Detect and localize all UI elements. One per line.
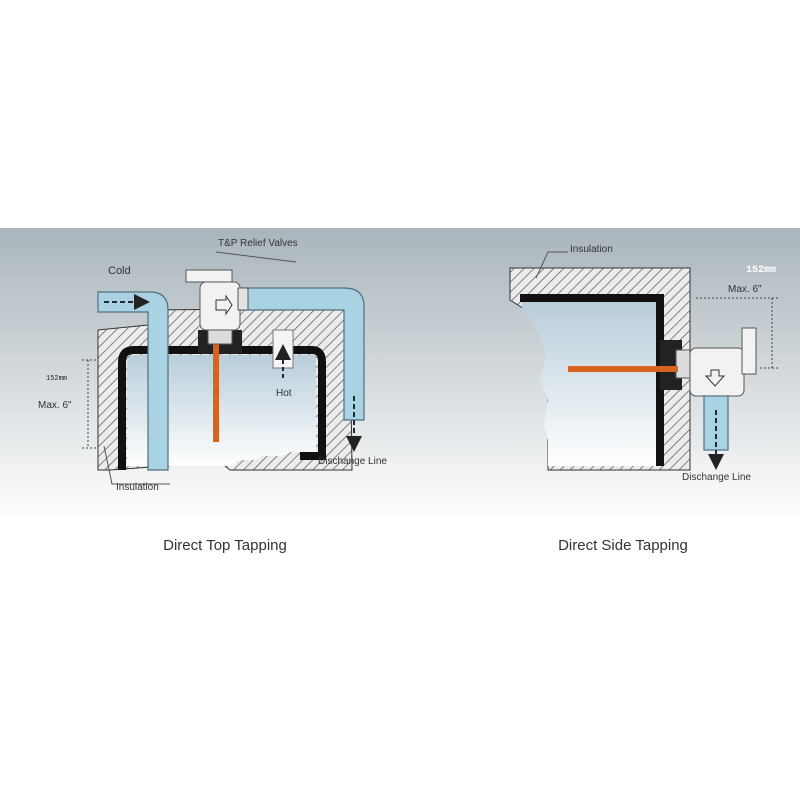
left-relief-valve bbox=[185, 269, 249, 345]
left-tank-wall bbox=[118, 346, 326, 470]
left-water bbox=[127, 355, 316, 466]
left-caption: Direct Top Tapping bbox=[163, 537, 287, 554]
valves-label: T&P Relief Valves bbox=[218, 238, 298, 249]
right-probe bbox=[568, 366, 678, 372]
right-relief-valve bbox=[689, 327, 757, 397]
left-max-label: Max. 6" bbox=[38, 400, 72, 411]
right-tank-wall bbox=[520, 294, 664, 466]
cold-pipe bbox=[97, 291, 169, 471]
cold-label: Cold bbox=[108, 265, 131, 277]
left-probe bbox=[213, 342, 219, 442]
left-dim-small-label: 152mm bbox=[46, 375, 67, 383]
left-discharge-pipe bbox=[237, 287, 365, 421]
right-insulation-label: Insulation bbox=[570, 244, 613, 255]
right-diagram: Insulation 152mm Max. 6" Dischange Line bbox=[509, 244, 778, 483]
left-discharge-label: Dischange Line bbox=[318, 456, 387, 467]
right-discharge-label: Dischange Line bbox=[682, 472, 751, 483]
left-insulation-label: Insulation bbox=[116, 482, 159, 493]
right-max-label: Max. 6" bbox=[728, 284, 762, 295]
hot-label: Hot bbox=[276, 388, 292, 399]
left-diagram: T&P Relief Valves Cold Hot 152mm Max. 6"… bbox=[38, 238, 387, 493]
right-water bbox=[522, 302, 656, 466]
right-dim-small-label: 152mm bbox=[746, 265, 776, 276]
right-caption: Direct Side Tapping bbox=[558, 537, 688, 554]
